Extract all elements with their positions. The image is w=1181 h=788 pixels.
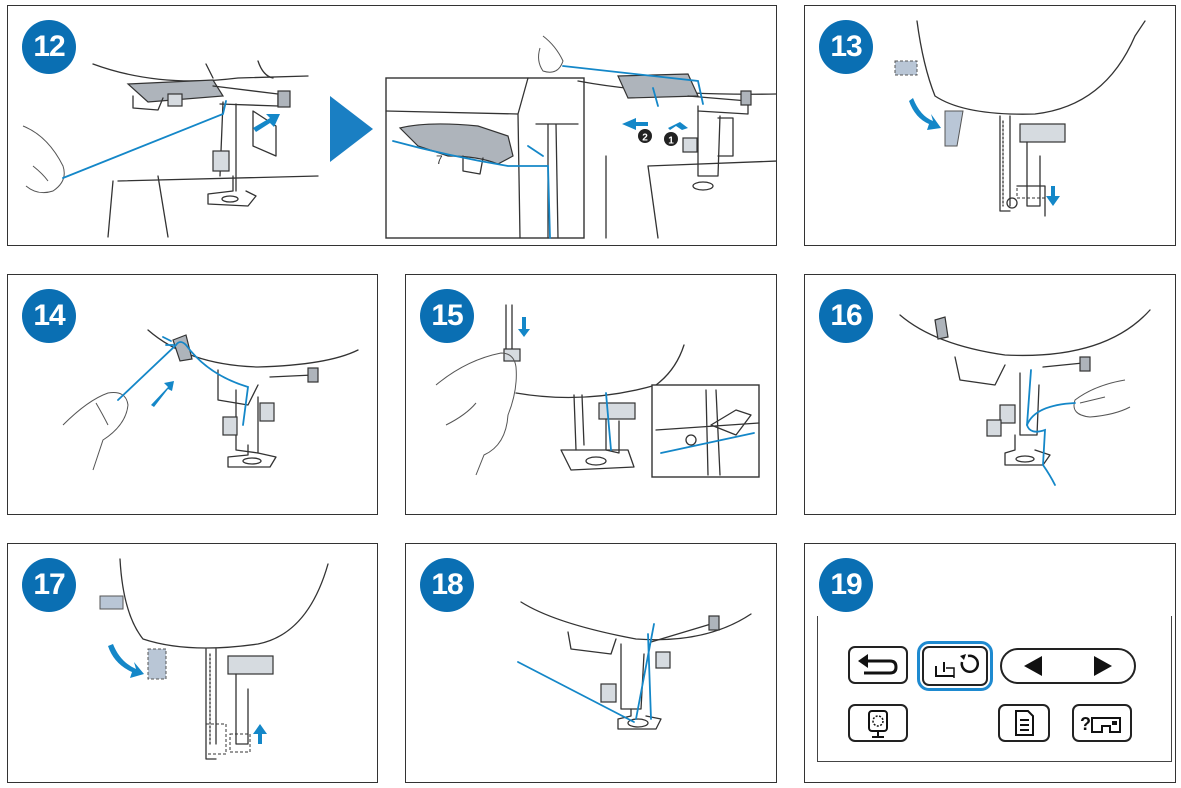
page-navigation (1000, 648, 1136, 684)
return-icon (858, 654, 898, 675)
embroidery-icon (868, 710, 888, 738)
step-12-panel: 7 2 1 12 (7, 5, 777, 246)
embroidery-button[interactable] (848, 704, 908, 742)
step-number-badge: 12 (22, 20, 76, 74)
sub-step-2-marker: 2 (642, 133, 648, 144)
step-12-illustration: 7 2 1 (22, 35, 776, 239)
step-16-panel: 16 (804, 274, 1176, 515)
svg-text:?: ? (1080, 714, 1091, 734)
step-17-illustration (99, 558, 329, 760)
document-icon (1015, 710, 1034, 736)
step-18-panel: 18 (405, 543, 777, 783)
step-number-badge: 18 (420, 558, 474, 612)
lcd-screen: ? (817, 616, 1172, 762)
help-machine-button[interactable]: ? (1072, 704, 1132, 742)
previous-button[interactable] (1008, 650, 1058, 682)
step-18-illustration (517, 601, 752, 730)
step-19-panel: 19 (804, 543, 1176, 783)
step-17-panel: 17 (7, 543, 378, 783)
step-15-panel: 15 (405, 274, 777, 515)
step-number-badge: 15 (420, 289, 474, 343)
next-button[interactable] (1078, 650, 1128, 682)
step-15-illustration (435, 304, 760, 478)
dial-number: 7 (436, 153, 443, 167)
return-button[interactable] (848, 646, 908, 684)
step-number-badge: 13 (819, 20, 873, 74)
bobbin-rethread-icon (935, 654, 980, 678)
sub-step-1-marker: 1 (668, 136, 674, 147)
step-13-panel: 13 (804, 5, 1176, 246)
step-number-badge: 19 (819, 558, 873, 612)
previous-icon (1024, 656, 1042, 676)
step-number-badge: 14 (22, 289, 76, 343)
document-button[interactable] (998, 704, 1050, 742)
step-16-illustration (899, 309, 1151, 486)
step-number-badge: 16 (819, 289, 873, 343)
step-14-illustration (62, 329, 359, 471)
bobbin-rethread-button[interactable] (917, 641, 993, 691)
step-number-badge: 17 (22, 558, 76, 612)
step-14-panel: 14 (7, 274, 378, 515)
step-13-illustration (894, 20, 1146, 217)
help-machine-icon: ? (1080, 714, 1121, 734)
next-icon (1094, 656, 1112, 676)
